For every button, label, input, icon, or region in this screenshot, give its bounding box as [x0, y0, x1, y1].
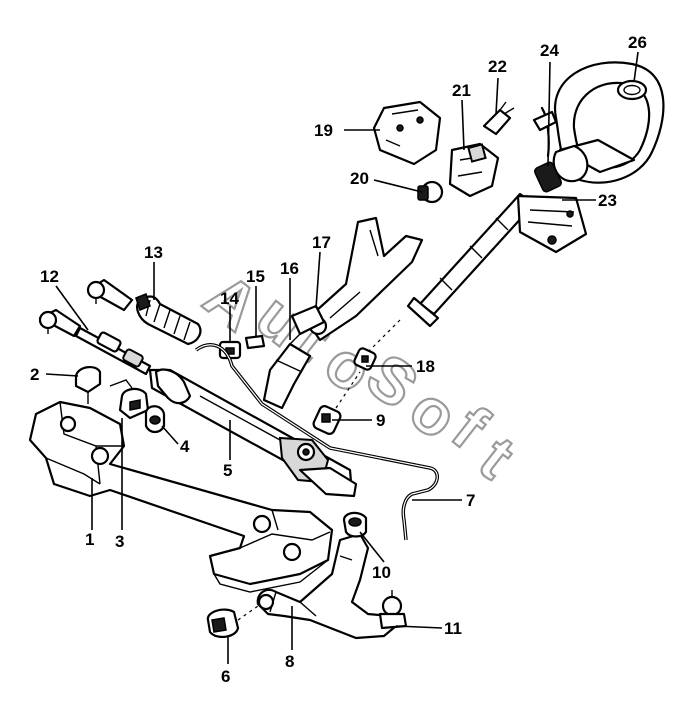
ball-joint-right: [378, 590, 408, 630]
callout-16: 16: [280, 259, 299, 278]
callout-1: 1: [85, 530, 94, 549]
callout-18: 18: [416, 357, 435, 376]
callout-5: 5: [223, 461, 232, 480]
switch-assembly: [417, 101, 515, 204]
callout-14: 14: [220, 289, 239, 308]
callout-23: 23: [598, 191, 617, 210]
subframe: [28, 400, 334, 593]
steering-wheel: [532, 61, 665, 193]
tie-rod-end: [38, 278, 134, 338]
column-cover: [372, 100, 442, 166]
callout-8: 8: [285, 652, 294, 671]
callout-9: 9: [376, 411, 385, 430]
rack-boot: [135, 293, 202, 346]
anti-roll-bar: [194, 343, 439, 541]
horn-badge: [616, 79, 648, 101]
callout-19: 19: [314, 121, 333, 140]
callout-13: 13: [144, 243, 163, 262]
callout-2: 2: [30, 365, 39, 384]
callout-7: 7: [466, 491, 475, 510]
callout-11: 11: [444, 619, 462, 638]
subframe-bushes: [118, 387, 166, 434]
callout-4: 4: [180, 437, 190, 456]
inner-tie-rod: [74, 326, 152, 376]
intermediate-shaft: [262, 304, 326, 410]
ball-joint-left: [74, 366, 133, 404]
arm-rear-bush: [206, 605, 259, 638]
callout-3: 3: [115, 532, 124, 551]
callout-20: 20: [350, 169, 369, 188]
callout-21: 21: [452, 81, 471, 100]
callout-labels: 1 2 3 4 5 6 7 8 9 10 11 12 13 14 15 16 1…: [30, 33, 647, 686]
callout-26: 26: [628, 33, 647, 52]
callout-6: 6: [221, 667, 230, 686]
callout-24: 24: [540, 41, 559, 60]
callout-15: 15: [246, 267, 265, 286]
callout-12: 12: [40, 267, 59, 286]
leader-lines: [45, 51, 639, 664]
universal-joints: [312, 347, 377, 435]
steering-rack: [148, 368, 358, 498]
callout-17: 17: [312, 233, 331, 252]
callout-10: 10: [372, 563, 391, 582]
arm-bush: [342, 511, 368, 538]
callout-22: 22: [488, 57, 507, 76]
steering-column: [359, 192, 588, 361]
